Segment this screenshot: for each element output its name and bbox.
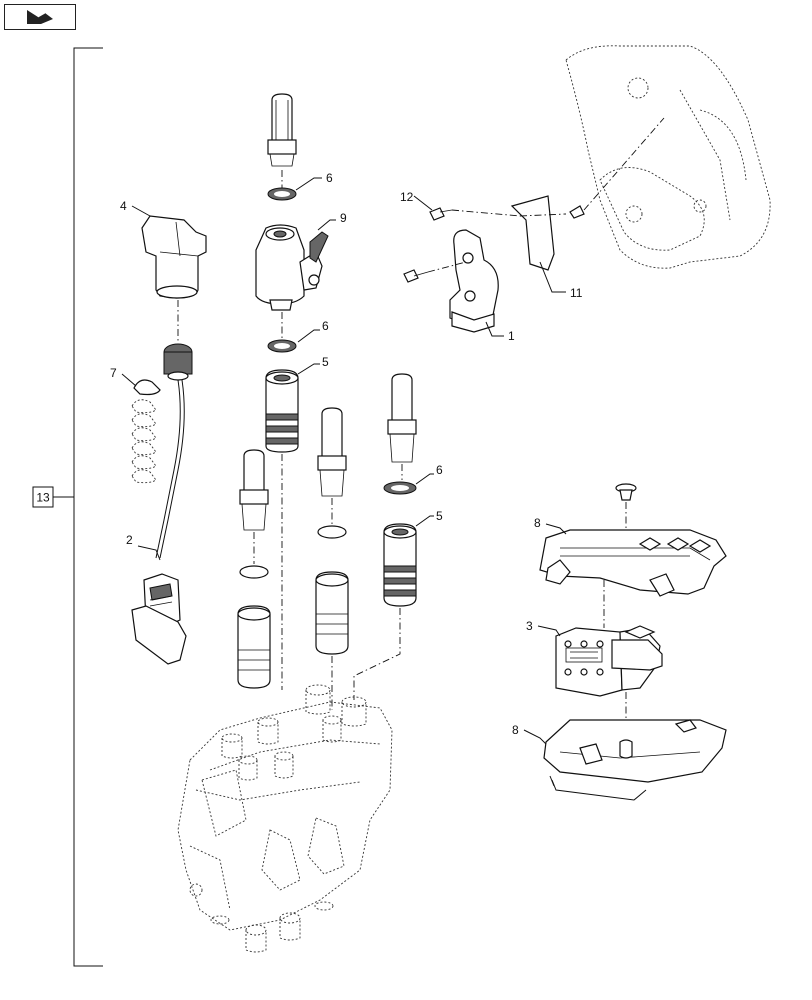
callout-4: 4 bbox=[120, 199, 127, 213]
assembly-label: 13 bbox=[36, 491, 50, 505]
housing-cover-8-top bbox=[539, 529, 727, 597]
callout-7: 7 bbox=[110, 366, 117, 380]
callout-9: 9 bbox=[340, 211, 347, 225]
assembly-bracket bbox=[73, 47, 103, 967]
harness-plug-2 bbox=[131, 573, 187, 665]
callout-5-right: 5 bbox=[436, 509, 443, 523]
callout-12: 12 bbox=[400, 190, 414, 204]
seal-plugs-7 bbox=[131, 379, 161, 484]
connector-cover-4 bbox=[141, 215, 207, 299]
callout-6-mid: 6 bbox=[322, 319, 329, 333]
arrow-icon bbox=[27, 10, 53, 24]
hose-fitting-top bbox=[267, 93, 297, 167]
callout-11: 11 bbox=[570, 286, 583, 300]
ball-valve-9 bbox=[255, 224, 329, 311]
mounting-bracket bbox=[449, 195, 555, 333]
spool-cap-5-right bbox=[383, 523, 417, 607]
control-valve-body bbox=[177, 684, 393, 953]
nav-arrow-button[interactable] bbox=[4, 4, 76, 30]
callout-2: 2 bbox=[126, 533, 133, 547]
bolt-frame bbox=[569, 205, 585, 219]
callout-8-bottom: 8 bbox=[512, 723, 519, 737]
hose-fitting-left bbox=[239, 449, 269, 531]
housing-base-8 bbox=[543, 719, 727, 801]
screw bbox=[615, 483, 637, 501]
callout-1: 1 bbox=[508, 329, 515, 343]
hose-fitting-right bbox=[387, 373, 417, 463]
hose-fitting-mid bbox=[317, 407, 347, 497]
spool-cap-5-top bbox=[265, 369, 299, 453]
callout-6-top: 6 bbox=[326, 171, 333, 185]
callout-3: 3 bbox=[526, 619, 533, 633]
bolt-12 bbox=[429, 207, 453, 221]
spool-cap-mid bbox=[315, 571, 349, 655]
assembly-label-box bbox=[32, 486, 54, 508]
harness-connector-plug bbox=[155, 343, 193, 559]
frame-ghost bbox=[565, 45, 771, 269]
spool-cap-left bbox=[237, 605, 271, 689]
bolt-12-lower bbox=[403, 269, 429, 283]
callout-5-top: 5 bbox=[322, 355, 329, 369]
callout-6-right: 6 bbox=[436, 463, 443, 477]
connector-3 bbox=[555, 625, 663, 697]
callout-8-top: 8 bbox=[534, 516, 541, 530]
